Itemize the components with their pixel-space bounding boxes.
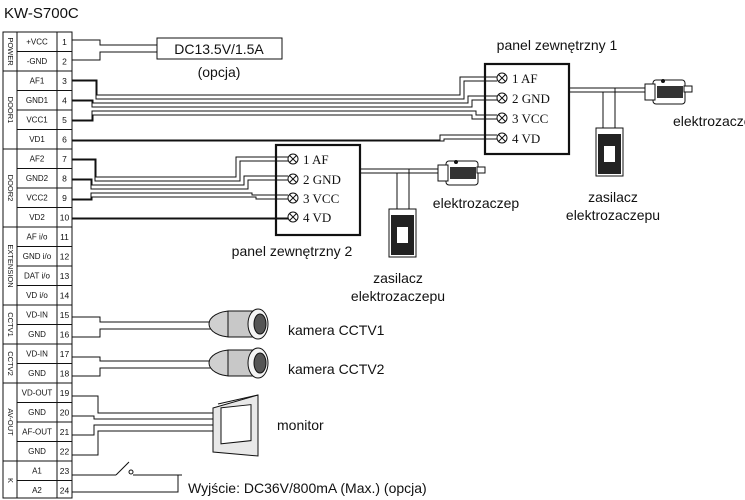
door-strike-2: [437, 160, 486, 186]
panel1-box: [483, 62, 571, 156]
terminal-label: VD2: [29, 213, 45, 222]
door1-cable: [72, 76, 497, 142]
terminal-number: 7: [62, 154, 67, 164]
power-supply-label: DC13.5V/1.5A: [174, 41, 264, 57]
terminal-label: A1: [32, 467, 42, 476]
terminal-number: 8: [62, 174, 67, 184]
terminal-label: GND i/o: [23, 252, 52, 261]
camera1-label: kamera CCTV1: [288, 322, 385, 338]
terminal-group-label: DOOR1: [6, 97, 15, 124]
psu2-line2: elektrozaczepu: [351, 288, 445, 304]
terminal-label: VD-OUT: [22, 389, 53, 398]
terminal-label: AF i/o: [27, 233, 48, 242]
terminal-label: AF2: [30, 155, 45, 164]
output-label: Wyjście: DC36V/800mA (Max.) (opcja): [188, 480, 427, 496]
relay-output: [72, 461, 182, 493]
terminal-group-label: DOOR2: [6, 175, 15, 202]
terminal-number: 19: [60, 388, 70, 398]
cctv-camera-1: [72, 308, 269, 340]
terminal-label: AF1: [30, 77, 45, 86]
terminal-label: AF-OUT: [22, 428, 52, 437]
panel1-title: panel zewnętrzny 1: [497, 37, 618, 53]
panel1-pin-2: 2 GND: [512, 91, 550, 106]
power-supply: DC13.5V/1.5A (opcja): [72, 37, 283, 80]
panel1-pin-1: 1 AF: [512, 71, 538, 86]
terminal-number: 2: [62, 57, 67, 67]
psu1-line1: zasilacz: [588, 189, 638, 205]
terminal-number: 15: [60, 310, 70, 320]
terminal-number: 11: [60, 232, 69, 242]
terminal-label: VD-IN: [26, 311, 48, 320]
terminal-label: A2: [32, 486, 42, 495]
terminal-number: 17: [60, 349, 70, 359]
camera2-label: kamera CCTV2: [288, 361, 385, 377]
outdoor-panel-1: panel zewnętrzny 1 1 AF 2 GND 3 VCC 4 VD: [483, 37, 618, 156]
panel2-terminal-icon: [287, 153, 299, 223]
terminal-number: 5: [62, 115, 67, 125]
strike2-label: elektrozaczep: [433, 195, 520, 211]
panel1-pin-4: 4 VD: [512, 131, 540, 146]
psu2-line1: zasilacz: [373, 270, 423, 286]
power-supply-note: (opcja): [198, 64, 241, 80]
monitor-label: monitor: [277, 417, 324, 433]
terminal-label: +VCC: [26, 38, 48, 47]
strike1-power-supply-icon: [595, 127, 624, 177]
terminal-number: 13: [60, 271, 70, 281]
strike2-power-supply-icon: [388, 208, 417, 258]
panel2-title: panel zewnętrzny 2: [232, 243, 353, 259]
terminal-label: GND: [28, 447, 46, 456]
terminal-number: 1: [62, 37, 67, 47]
panel2-pin-1: 1 AF: [303, 152, 329, 167]
terminal-label: GND: [28, 330, 46, 339]
panel2-pin-2: 2 GND: [303, 172, 341, 187]
terminal-label: GND2: [26, 174, 49, 183]
model-title: KW-S700C: [4, 5, 79, 22]
cctv-camera-2: [72, 347, 269, 379]
terminal-number: 18: [60, 369, 70, 379]
terminal-label: GND1: [26, 96, 49, 105]
terminal-label: GND: [28, 408, 46, 417]
terminal-number: 9: [62, 193, 67, 203]
panel2-pin-4: 4 VD: [303, 210, 331, 225]
terminal-group-label: CCTV2: [6, 351, 15, 376]
terminal-group-label: POWER: [6, 37, 15, 66]
terminal-label: -GND: [27, 57, 48, 66]
door2-cable: [72, 156, 288, 220]
terminal-label: VCC1: [26, 116, 48, 125]
terminal-label: VD i/o: [26, 291, 48, 300]
terminal-label: VCC2: [26, 194, 48, 203]
terminal-label: DAT i/o: [24, 272, 50, 281]
panel2-pin-3: 3 VCC: [303, 191, 339, 206]
terminal-label: GND: [28, 369, 46, 378]
terminal-group-label: EXTENSION: [6, 244, 15, 287]
terminal-label: VD1: [29, 135, 45, 144]
terminal-label: VD-IN: [26, 350, 48, 359]
terminal-number: 4: [62, 96, 67, 106]
terminal-number: 20: [60, 408, 70, 418]
terminal-number: 21: [60, 427, 70, 437]
terminal-number: 24: [60, 486, 70, 496]
psu1-line2: elektrozaczepu: [566, 207, 660, 223]
terminal-number: 22: [60, 447, 70, 457]
terminal-group-label: CCTV1: [6, 312, 15, 337]
monitor-icon: [72, 394, 259, 457]
terminal-number: 23: [60, 466, 70, 476]
terminal-number: 3: [62, 76, 67, 86]
power-supply-box: [156, 37, 283, 60]
terminal-group-label: AV-OUT: [6, 408, 15, 436]
panel1-terminal-icon: [496, 72, 508, 144]
terminal-number: 12: [60, 252, 70, 262]
terminal-number: 14: [60, 291, 70, 301]
door-strike-1: [644, 79, 693, 105]
outdoor-panel-2: panel zewnętrzny 2 1 AF 2 GND 3 VCC 4 VD: [232, 143, 362, 259]
terminal-number: 16: [60, 330, 70, 340]
terminal-number: 6: [62, 135, 67, 145]
terminal-group-label: K: [6, 478, 15, 483]
strike1-label: elektrozaczep: [673, 113, 745, 129]
panel1-pin-3: 3 VCC: [512, 111, 548, 126]
terminal-number: 10: [60, 213, 70, 223]
